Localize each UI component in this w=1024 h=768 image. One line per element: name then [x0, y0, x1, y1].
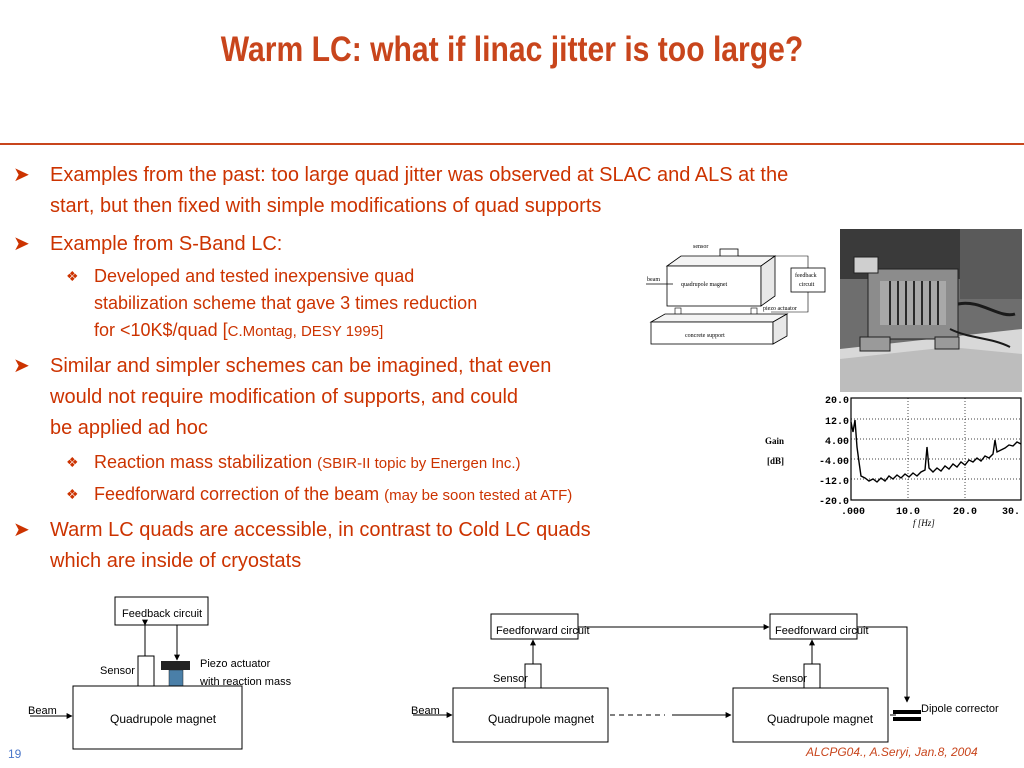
quad-stabilization-sketch: sensor quadrupole magnet beam feedback c… [643, 236, 837, 354]
subbullet-text: Feedforward correction of the beam [94, 484, 385, 504]
diamond-bullet-icon: ❖ [66, 268, 79, 284]
subbullet-developed-tested: Developed and tested inexpensive quad st… [94, 263, 477, 345]
sensor-box-2 [803, 663, 821, 689]
bullet-line: be applied ad hoc [50, 417, 208, 439]
subbullet-text: Reaction mass stabilization [94, 452, 318, 472]
piezo-label-1: Piezo actuator [200, 658, 271, 670]
subbullet-line: stabilization scheme that gave 3 times r… [94, 293, 478, 313]
bullet-example-sband: Example from S-Band LC: [50, 229, 282, 260]
feedforward-label-2: Feedforward circuit [775, 625, 869, 637]
gain-xlabel: f [Hz] [913, 518, 935, 528]
x-tick-label: 30. [1002, 507, 1020, 518]
y-tick-label: 20.0 [825, 396, 849, 407]
feedforward-label-1: Feedforward circuit [496, 625, 590, 637]
bullet-arrow-icon: ➤ [13, 519, 30, 541]
feedback-diagram: Feedback circuit Sensor Piezo actuator w… [28, 596, 292, 750]
bullet-examples-past: Examples from the past: too large quad j… [50, 160, 788, 222]
quad-magnet-box-2 [732, 687, 889, 743]
y-tick-label: -20.0 [819, 497, 849, 508]
sketch-label-piezo: piezo actuator [763, 306, 797, 312]
feedback-circuit-label: Feedback circuit [122, 608, 202, 620]
beam-label: Beam [28, 705, 57, 717]
feedback-circuit-box [114, 596, 209, 626]
bullet-arrow-icon: ➤ [13, 164, 30, 186]
bullet-line: Example from S-Band LC: [50, 233, 283, 255]
feedforward-circuit-box-2 [769, 613, 858, 640]
sensor-box [137, 655, 155, 687]
gain-ylabel: Gain [765, 436, 784, 446]
piezo-label-2: with reaction mass [199, 676, 292, 688]
title-divider [0, 143, 1024, 145]
piezo-actuator [168, 669, 184, 687]
sensor-label: Sensor [100, 665, 135, 677]
dipole-plate-top [893, 710, 921, 714]
x-tick-label: .000 [841, 507, 865, 518]
diamond-bullet-icon: ❖ [66, 486, 79, 502]
bullet-line: start, but then fixed with simple modifi… [50, 195, 602, 217]
y-tick-label: 12.0 [825, 417, 849, 428]
y-tick-label: -4.00 [819, 457, 849, 468]
gain-ylabel-unit: [dB] [767, 456, 784, 466]
x-tick-label: 10.0 [896, 507, 920, 518]
bullet-arrow-icon: ➤ [13, 355, 30, 377]
bullet-line: Warm LC quads are accessible, in contras… [50, 519, 591, 541]
bullet-line: would not require modification of suppor… [50, 386, 519, 408]
quad-magnet-box-1 [452, 687, 609, 743]
bullet-similar-schemes: Similar and simpler schemes can be imagi… [50, 351, 551, 444]
bullet-line: Examples from the past: too large quad j… [50, 164, 789, 186]
bullet-arrow-icon: ➤ [13, 233, 30, 255]
sketch-label-circuit: circuit [799, 282, 815, 288]
subbullet-feedforward: Feedforward correction of the beam (may … [94, 481, 572, 509]
sketch-label-feedback: feedback [795, 272, 817, 279]
x-tick-label: 20.0 [953, 507, 977, 518]
y-tick-label: 4.00 [825, 437, 849, 448]
beam-label-right: Beam [411, 705, 440, 717]
subbullet-text: for <10K$/quad [ [94, 320, 228, 340]
sensor-box-1 [524, 663, 542, 689]
dipole-plate-bottom [893, 717, 921, 721]
sketch-label-sensor: sensor [693, 244, 708, 250]
ff-to-corrector-arrow [857, 626, 910, 703]
reference-text: C.Montag, DESY 1995] [227, 323, 384, 340]
slide-title: Warm LC: what if linac jitter is too lar… [220, 30, 804, 69]
quad-setup-photo [840, 229, 1022, 392]
y-tick-label: -12.0 [819, 477, 849, 488]
quad-magnet-box [72, 685, 243, 750]
reference-text: (SBIR-II topic by Energen Inc.) [317, 455, 521, 472]
bullet-line: which are inside of cryostats [50, 550, 302, 572]
bullet-warm-lc-quads: Warm LC quads are accessible, in contras… [50, 515, 591, 577]
diamond-bullet-icon: ❖ [66, 454, 79, 470]
sketch-label-quad: quadrupole magnet [681, 282, 727, 288]
subbullet-line: for <10K$/quad [C.Montag, DESY 1995] [94, 317, 477, 345]
sensor-label-1: Sensor [493, 673, 528, 685]
reference-text: (may be soon tested at ATF) [384, 487, 573, 504]
reaction-mass [161, 661, 190, 670]
sketch-label-support: concrete support [685, 333, 725, 339]
quad-magnet-label: Quadrupole magnet [110, 712, 217, 726]
feedforward-circuit-box-1 [490, 613, 579, 640]
sketch-label-beam: beam [647, 277, 660, 283]
feedforward-diagram: Feedforward circuit Feedforward circuit … [411, 613, 999, 743]
footer-citation: ALCPG04., A.Seryi, Jan.8, 2004 [806, 745, 978, 759]
quad-magnet-label-2: Quadrupole magnet [767, 712, 874, 726]
dipole-corrector-label: Dipole corrector [921, 703, 999, 715]
subbullet-line: Developed and tested inexpensive quad [94, 266, 415, 286]
page-number: 19 [8, 747, 22, 761]
gain-frequency-plot: Gain [dB] 20.0 12.0 4.00 -4.00 -12.0 -20… [763, 392, 1024, 530]
bullet-line: Similar and simpler schemes can be imagi… [50, 355, 552, 377]
subbullet-reaction-mass: Reaction mass stabilization (SBIR-II top… [94, 449, 521, 477]
quad-magnet-label-1: Quadrupole magnet [488, 712, 595, 726]
sensor-label-2: Sensor [772, 673, 807, 685]
